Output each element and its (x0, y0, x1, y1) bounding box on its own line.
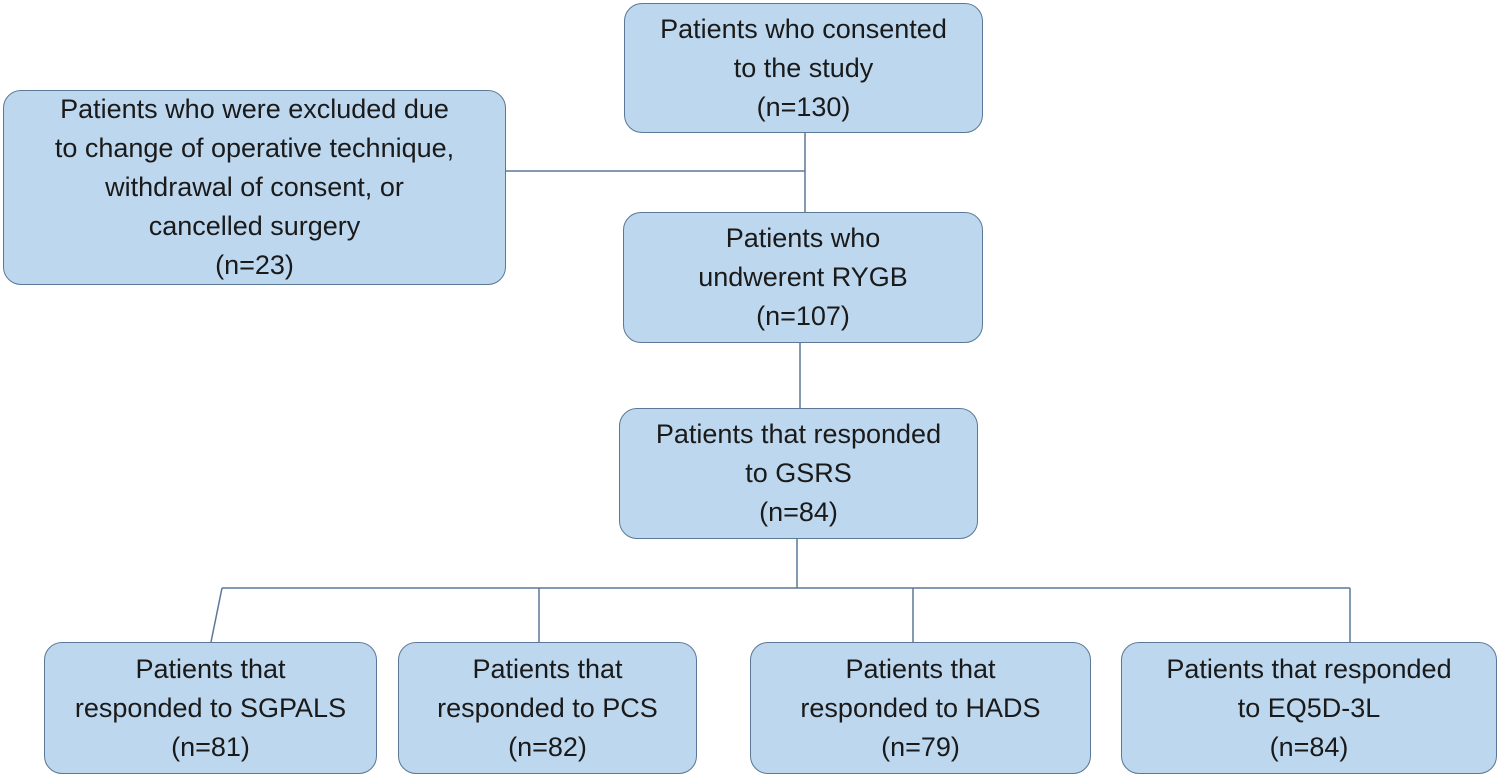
gsrs-count: (n=84) (759, 497, 838, 527)
sgpals-line-1: Patients that (135, 653, 286, 684)
connector-to-sgpals (210, 587, 223, 643)
hads-line-2: responded to HADS (800, 692, 1041, 723)
pcs-count: (n=82) (508, 731, 587, 762)
rygb-line-1: Patients who (725, 223, 881, 253)
rygb-count: (n=107) (756, 301, 850, 331)
pcs-line-1: Patients that (472, 653, 623, 684)
eq5d-box: Patients that responded to EQ5D-3L (n=84… (1121, 642, 1497, 774)
hads-box: Patients that responded to HADS (n=79) (750, 642, 1091, 774)
gsrs-line-2: to GSRS (745, 458, 852, 488)
rygb-line-2: undwerent RYGB (698, 262, 908, 292)
pcs-box: Patients that responded to PCS (n=82) (398, 642, 697, 774)
excluded-line-4: cancelled surgery (148, 211, 361, 241)
consented-line-1: Patients who consented (660, 13, 947, 44)
eq5d-count: (n=84) (1269, 731, 1349, 762)
eq5d-line-1: Patients that responded (1166, 653, 1452, 684)
excluded-line-3: withdrawal of consent, or (105, 172, 404, 202)
hads-count: (n=79) (881, 731, 960, 762)
consented-box: Patients who consented to the study (n=1… (624, 3, 983, 133)
sgpals-box: Patients that responded to SGPALS (n=81) (44, 642, 377, 774)
excluded-box: Patients who were excluded due to change… (3, 90, 506, 285)
excluded-line-1: Patients who were excluded due (60, 94, 449, 124)
sgpals-count: (n=81) (171, 731, 250, 762)
gsrs-line-1: Patients that responded (655, 419, 942, 449)
gsrs-box: Patients that responded to GSRS (n=84) (619, 408, 978, 539)
pcs-line-2: responded to PCS (437, 692, 658, 723)
excluded-count: (n=23) (215, 250, 294, 280)
consented-line-2: to the study (733, 52, 874, 83)
consented-count: (n=130) (756, 91, 851, 122)
excluded-line-2: to change of operative technique, (54, 133, 455, 163)
hads-line-1: Patients that (845, 653, 996, 684)
rygb-box: Patients who undwerent RYGB (n=107) (623, 212, 983, 343)
eq5d-line-2: to EQ5D-3L (1237, 692, 1381, 723)
sgpals-line-2: responded to SGPALS (74, 692, 347, 723)
